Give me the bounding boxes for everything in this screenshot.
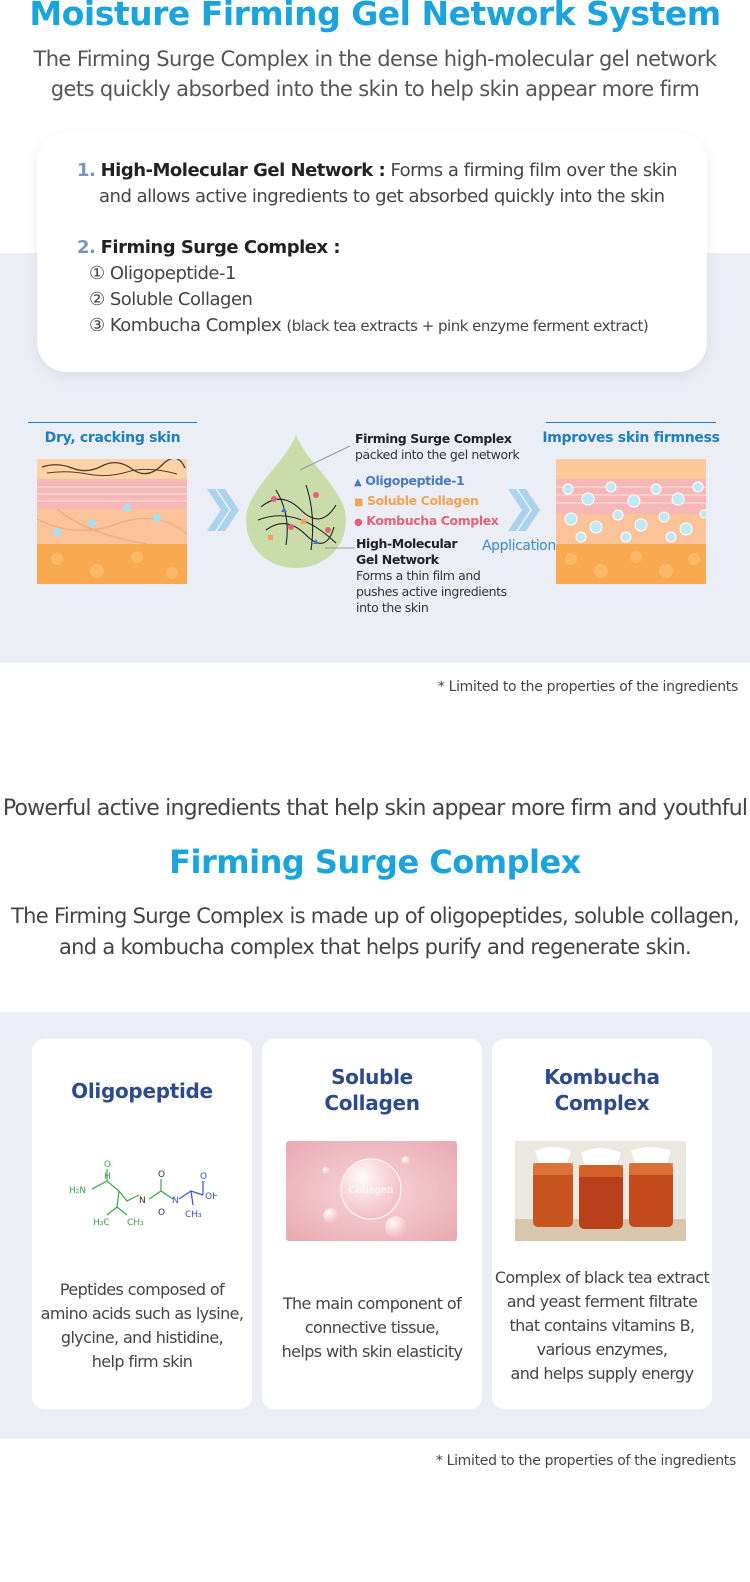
collagen-bubble-image: Collagen — [286, 1141, 457, 1241]
card-description: Peptides composed of amino acids such as… — [40, 1280, 244, 1371]
point-text: Forms a firming film over the skin — [390, 160, 678, 181]
legend-kombucha: ● Kombucha Complex — [354, 513, 499, 528]
molecule-label: N — [139, 1196, 146, 1206]
molecule-label: O — [200, 1172, 207, 1182]
section1-title: Moisture Firming Gel Network System — [29, 0, 721, 33]
molecule-label: OH — [205, 1192, 217, 1202]
section2-title: Firming Surge Complex — [169, 843, 581, 881]
point-2: 2. Firming Surge Complex : ① Oligopeptid… — [77, 235, 707, 339]
card-title: Soluble Collagen — [324, 1065, 420, 1115]
ingredient-item: ③ Kombucha Complex — [89, 315, 282, 336]
subtitle-line: gets quickly absorbed into the skin to h… — [50, 77, 700, 101]
callout-text: into the skin — [356, 600, 429, 615]
application-label: Application — [482, 538, 556, 554]
point-title: High-Molecular Gel Network : — [100, 160, 386, 181]
collagen-image-text: Collagen — [349, 1185, 394, 1196]
ingredient-card-oligopeptide: Oligopeptide H₂N H O N O O N O OH CH₃ H₃… — [32, 1039, 252, 1409]
callout-text: packed into the gel network — [355, 447, 520, 462]
molecule-label: H₃C — [93, 1218, 110, 1228]
molecule-structure-icon: H₂N H O N O O N O OH CH₃ H₃C CH₃ — [69, 1160, 217, 1228]
ingredient-card-kombucha: Kombucha Complex Complex of black tea ex… — [492, 1039, 712, 1409]
section2-heading: Powerful active ingredients that help sk… — [2, 796, 748, 821]
callout-title: High-Molecular — [356, 536, 458, 551]
molecule-label: O — [104, 1160, 111, 1170]
column-divider — [546, 422, 716, 423]
dry-skin-illustration — [37, 459, 187, 584]
molecule-label: CH₃ — [185, 1210, 202, 1220]
card-title: Kombucha Complex — [544, 1065, 660, 1115]
ingredient-note: (black tea extracts + pink enzyme fermen… — [286, 317, 649, 335]
dry-skin-label: Dry, cracking skin — [44, 430, 181, 446]
disclaimer: * Limited to the properties of the ingre… — [435, 1453, 737, 1469]
bottom-callout: High-Molecular Gel Network Forms a thin … — [356, 536, 516, 616]
ingredient-card-collagen: Soluble Collagen Collagen The main compo… — [262, 1039, 482, 1409]
card-description: Complex of black tea extract and yeast f… — [494, 1268, 710, 1383]
chevron-right-icon — [207, 489, 239, 531]
column-divider — [28, 422, 197, 423]
section2-subtitle: The Firming Surge Complex is made up of … — [10, 901, 740, 963]
point-number: 2. — [77, 237, 96, 258]
points-card: 1. High-Molecular Gel Network : Forms a … — [37, 132, 707, 372]
legend-collagen: ■ Soluble Collagen — [354, 493, 479, 508]
point-title: Firming Surge Complex : — [100, 237, 341, 258]
legend-oligopeptide: ▲ Oligopeptide-1 — [354, 473, 465, 488]
molecule-label: N — [172, 1196, 179, 1206]
disclaimer: * Limited to the properties of the ingre… — [437, 679, 739, 695]
card-description: The main component of connective tissue,… — [281, 1294, 463, 1361]
point-text: and allows active ingredients to get abs… — [99, 186, 665, 207]
gel-drop-illustration — [246, 435, 346, 568]
firm-skin-illustration — [556, 459, 706, 584]
molecule-label: O — [158, 1208, 165, 1218]
top-callout: Firming Surge Complex packed into the ge… — [355, 431, 555, 463]
point-1: 1. High-Molecular Gel Network : Forms a … — [77, 158, 697, 210]
molecule-label: H₂N — [69, 1186, 86, 1196]
molecule-label: H — [104, 1172, 111, 1182]
ingredient-item: ② Soluble Collagen — [89, 289, 253, 310]
legend: ▲ Oligopeptide-1 ■ Soluble Collagen ● Ko… — [354, 473, 554, 531]
subtitle-line: and a kombucha complex that helps purify… — [58, 935, 692, 959]
point-number: 1. — [77, 160, 96, 181]
callout-title: Firming Surge Complex — [355, 431, 512, 446]
ingredient-item: ① Oligopeptide-1 — [89, 263, 236, 284]
callout-text: Forms a thin film and — [356, 568, 481, 583]
molecule-label: O — [158, 1170, 165, 1180]
card-title: Oligopeptide — [71, 1079, 213, 1103]
molecule-label: CH₃ — [127, 1218, 144, 1228]
callout-lines — [299, 445, 355, 549]
callout-title: Gel Network — [356, 552, 439, 567]
firm-skin-label: Improves skin firmness — [542, 430, 720, 446]
subtitle-line: The Firming Surge Complex in the dense h… — [33, 47, 718, 71]
subtitle-line: The Firming Surge Complex is made up of … — [11, 904, 740, 928]
section1-subtitle: The Firming Surge Complex in the dense h… — [20, 44, 730, 104]
chevron-right-icon — [508, 489, 540, 531]
callout-text: pushes active ingredients — [356, 584, 507, 599]
kombucha-jars-image — [515, 1141, 686, 1241]
